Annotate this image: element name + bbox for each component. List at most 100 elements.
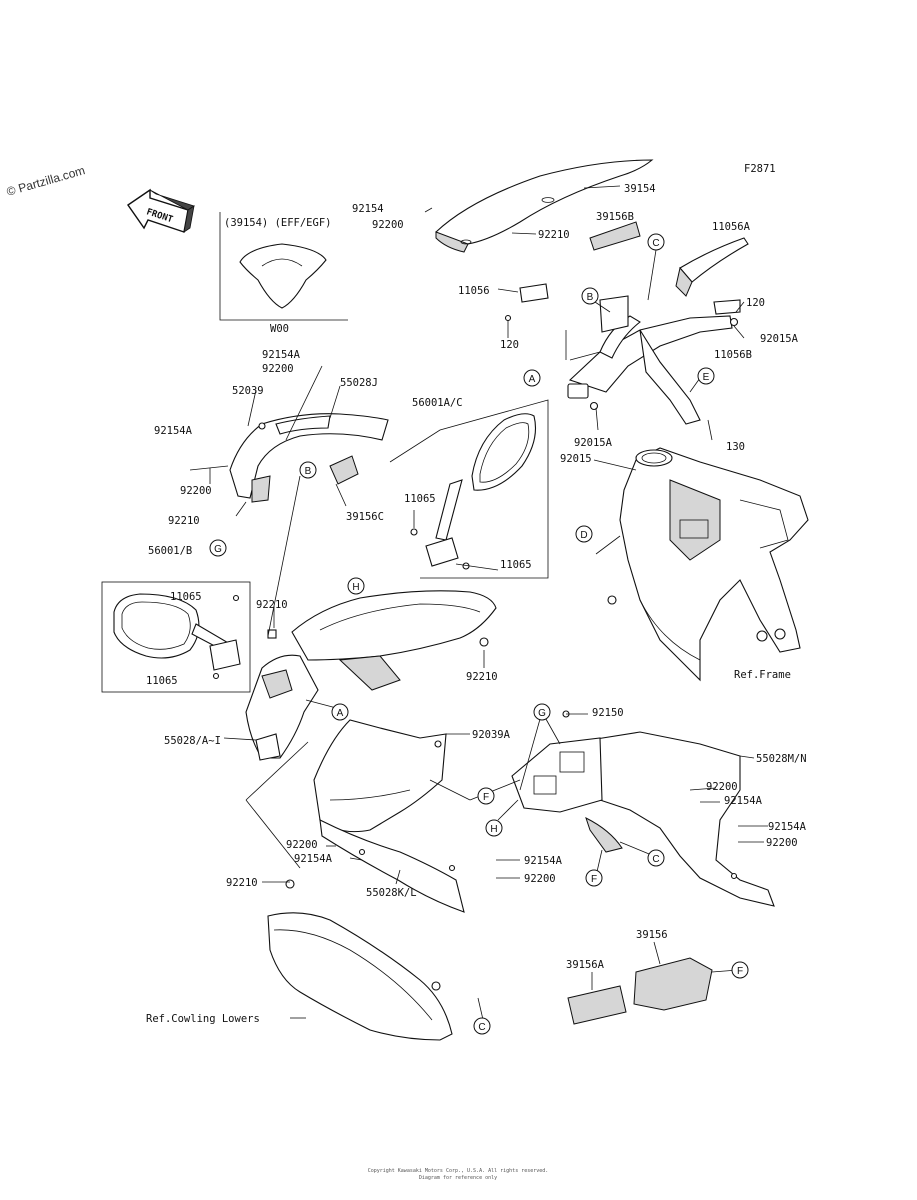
callout-c3: C [473, 1017, 491, 1035]
upper-stay [504, 237, 749, 425]
part-label: 92200 [262, 363, 294, 375]
footer-line1: Copyright Kawasaki Motors Corp., U.S.A. … [368, 1168, 549, 1174]
callout-b2: B [299, 461, 317, 479]
mirror-56001ac [389, 399, 549, 579]
part-label: 92015 [560, 453, 592, 465]
part-label: 52039 [232, 385, 264, 397]
callout-c2: C [647, 849, 665, 867]
part-label: 11065 [146, 675, 178, 687]
callout-b: B [581, 287, 599, 305]
svg-text:C: C [478, 1022, 485, 1033]
callout-a: A [523, 369, 541, 387]
side-cover-55028kl [313, 719, 465, 913]
part-label: 39154 [624, 183, 656, 195]
part-label: 120 [746, 297, 765, 309]
part-label: 92154A [768, 821, 807, 833]
frame-reference [607, 447, 809, 682]
inner-cover-55028j [229, 413, 389, 503]
part-label: 92210 [466, 671, 498, 683]
part-label: 92210 [168, 515, 200, 527]
pads-39156 [567, 957, 713, 1025]
part-label: 11056B [714, 349, 752, 361]
part-label: 92154A [262, 349, 301, 361]
svg-text:A: A [529, 374, 536, 385]
part-label: 92200 [766, 837, 798, 849]
callout-d: D [575, 525, 593, 543]
part-label: 39156C [346, 511, 384, 523]
part-label: 11065 [404, 493, 436, 505]
svg-text:H: H [490, 824, 497, 835]
callout-f3: F [731, 961, 749, 979]
cowling-lower-reference [267, 879, 453, 1041]
part-label: 39156A [566, 959, 605, 971]
part-label: 92200 [706, 781, 738, 793]
part-label: 39156 [636, 929, 668, 941]
part-label: 120 [500, 339, 519, 351]
part-label: 92154A [294, 853, 333, 865]
svg-text:E: E [703, 372, 710, 383]
part-label: 92150 [592, 707, 624, 719]
svg-text:G: G [538, 708, 546, 719]
part-label: 55028K/L [366, 887, 417, 899]
svg-text:C: C [652, 238, 659, 249]
callout-g: G [209, 539, 227, 557]
part-labels: 92154 92200 39154 39156B 11056A 92210 11… [146, 183, 807, 971]
part-label: 92210 [256, 599, 288, 611]
part-label: 55028/A~I [164, 735, 221, 747]
part-label: 55028J [340, 377, 378, 389]
callout-h2: H [485, 819, 503, 837]
inset-windshield-caption: W00 [270, 323, 289, 335]
callout-e: E [697, 367, 715, 385]
figure-code: F2871 [744, 163, 776, 175]
part-label: 11056A [712, 221, 751, 233]
part-label: 92200 [524, 873, 556, 885]
part-label: 56001A/C [412, 397, 463, 409]
front-arrow-icon: FRONT [127, 188, 195, 233]
ref-frame-label: Ref.Frame [734, 669, 791, 681]
part-label: 92200 [372, 219, 404, 231]
part-label: 92210 [226, 877, 258, 889]
svg-text:H: H [352, 582, 359, 593]
callout-g2: G [533, 703, 551, 721]
callout-a2: A [331, 703, 349, 721]
svg-text:G: G [214, 544, 222, 555]
part-label: 55028M/N [756, 753, 807, 765]
part-label: 92154 [352, 203, 384, 215]
inset-windshield-variant: (39154) (EFF/EGF) W00 [219, 212, 348, 335]
watermark: © Partzilla.com [5, 163, 87, 199]
svg-text:B: B [305, 466, 312, 477]
windshield-39154 [435, 159, 654, 253]
part-label: 92154A [724, 795, 763, 807]
svg-text:F: F [483, 792, 489, 803]
callout-f: F [477, 787, 495, 805]
svg-text:A: A [337, 708, 344, 719]
pad-39156b [589, 221, 641, 251]
part-label: 92200 [180, 485, 212, 497]
part-label: 11065 [500, 559, 532, 571]
part-label: 11065 [170, 591, 202, 603]
callout-c: C [647, 233, 665, 251]
pad-39156c [329, 455, 359, 485]
callout-f2: F [585, 869, 603, 887]
cover-55028a-i [245, 654, 319, 761]
callout-h: H [347, 577, 365, 595]
svg-text:C: C [652, 854, 659, 865]
mirror-56001b [101, 581, 251, 693]
part-label: 92015A [574, 437, 613, 449]
part-label: 92154A [154, 425, 193, 437]
svg-text:D: D [580, 530, 587, 541]
part-label: 92200 [286, 839, 318, 851]
part-label: 92039A [472, 729, 511, 741]
part-label: 11056 [458, 285, 490, 297]
part-label: 92154A [524, 855, 563, 867]
meter-cover-upper [267, 590, 497, 691]
footer-line2: Diagram for reference only [419, 1175, 497, 1181]
part-label: 56001/B [148, 545, 192, 557]
svg-text:B: B [587, 292, 594, 303]
callouts: A B C E B G D H A G F H C F F C [209, 233, 749, 1035]
inset-windshield-title: (39154) (EFF/EGF) [224, 217, 331, 229]
svg-text:F: F [737, 966, 743, 977]
part-label: 39156B [596, 211, 634, 223]
part-label: 92210 [538, 229, 570, 241]
